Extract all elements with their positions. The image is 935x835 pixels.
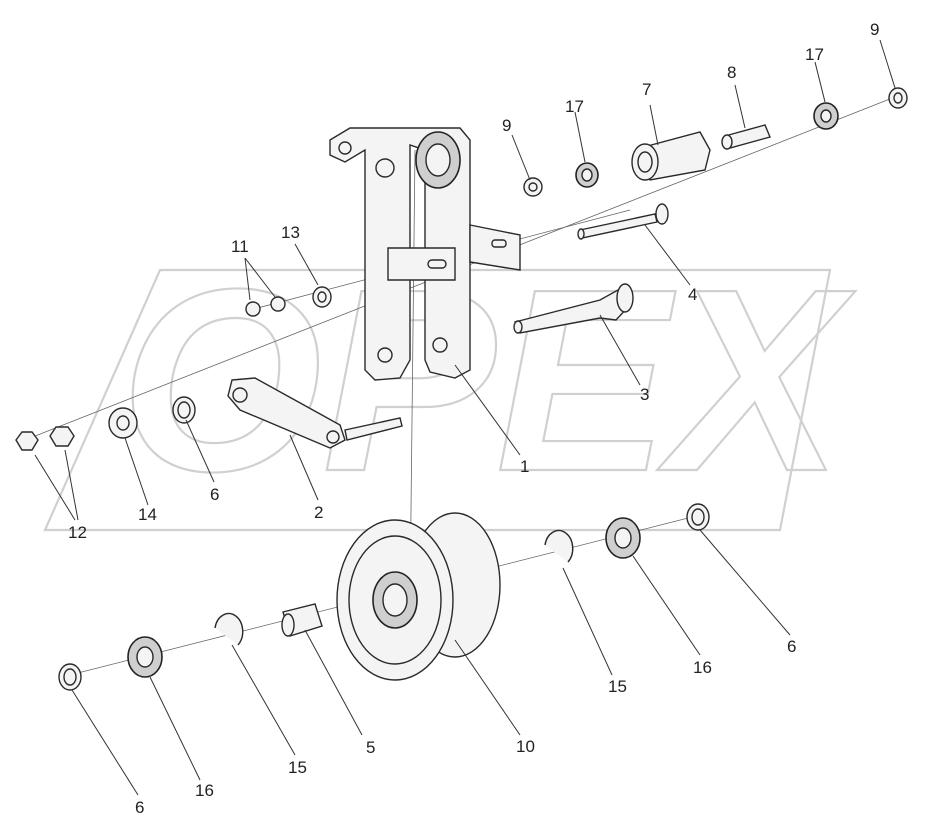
lower-small-parts [58, 503, 710, 691]
callout-17-b: 17 [805, 45, 824, 64]
callout-9-a: 9 [502, 116, 511, 135]
pin-part-8 [721, 124, 771, 150]
callout-14: 14 [138, 505, 157, 524]
callout-1: 1 [520, 457, 529, 476]
callout-6-b: 6 [787, 637, 796, 656]
left-small-parts [15, 286, 332, 451]
bolt-part-4 [577, 203, 669, 240]
callout-15-b: 15 [608, 677, 627, 696]
callout-6-c: 6 [135, 798, 144, 817]
callout-labels: 1 2 3 4 5 6 6 6 7 8 9 9 10 11 12 13 14 1… [68, 20, 879, 817]
callout-17-a: 17 [565, 97, 584, 116]
callout-10: 10 [516, 737, 535, 756]
callout-16-b: 16 [195, 781, 214, 800]
callout-7: 7 [642, 80, 651, 99]
pulley-part-10 [336, 512, 501, 681]
callout-16-a: 16 [693, 658, 712, 677]
watermark-text: OPEX [120, 236, 856, 526]
bracket-part-1 [329, 127, 521, 381]
callout-15-a: 15 [288, 758, 307, 777]
callout-3: 3 [640, 385, 649, 404]
axle-part-3 [513, 283, 634, 334]
callout-12: 12 [68, 523, 87, 542]
sleeve-part-7 [631, 131, 711, 181]
callout-6-a: 6 [210, 485, 219, 504]
callout-2: 2 [314, 503, 323, 522]
callout-13: 13 [281, 223, 300, 242]
callout-11: 11 [231, 237, 249, 256]
callout-9-b: 9 [870, 20, 879, 39]
lever-part-2 [227, 377, 403, 449]
callout-5: 5 [366, 738, 375, 757]
callout-8: 8 [727, 63, 736, 82]
leader-lines [34, 39, 896, 796]
callout-4: 4 [688, 285, 697, 304]
upper-small-parts [523, 87, 908, 197]
